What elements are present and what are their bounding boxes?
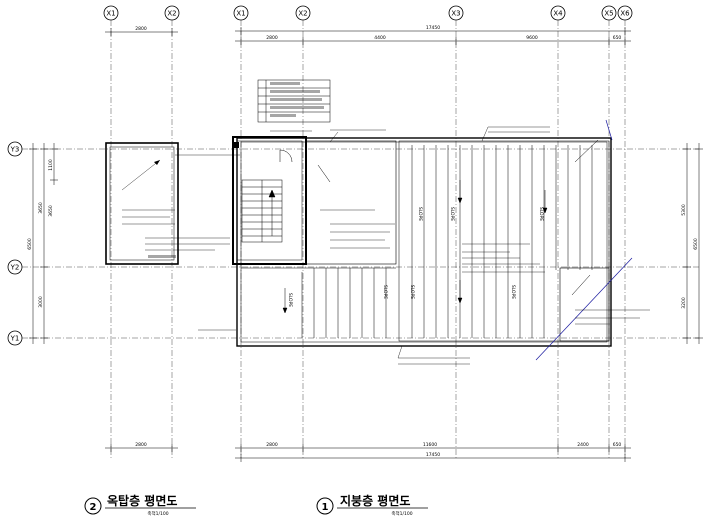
- svg-text:X3: X3: [451, 10, 460, 18]
- grid-bubble-x3: X3: [448, 5, 464, 21]
- dim-top-seg-3: 9600: [526, 35, 538, 41]
- grid-bubble-y2: Y2: [7, 259, 23, 275]
- dim-right-upper: 5300: [681, 204, 687, 216]
- slope-label-6: SLOPE: [417, 207, 423, 221]
- grid-bubble-x1-left: X1: [103, 5, 119, 21]
- dim-top-seg-1: 2800: [266, 35, 278, 41]
- svg-text:X1: X1: [236, 10, 245, 18]
- dim-left-upper: 3650: [38, 202, 44, 214]
- accent-diagonal-1: [535, 257, 633, 361]
- stair: [241, 179, 283, 243]
- svg-text:Y3: Y3: [10, 146, 20, 154]
- dimensions-top: [105, 27, 631, 45]
- dim-bottom-left: 2800: [135, 442, 147, 448]
- dim-left-mid: 3650: [48, 205, 54, 217]
- roof-plan: [232, 119, 633, 361]
- accent-diagonal-2: [605, 119, 613, 141]
- dimensions-right: [683, 143, 703, 344]
- grid-bubble-x2-left: X2: [164, 5, 180, 21]
- dim-bottom-seg-1: 2800: [266, 442, 278, 448]
- slope-label-1: SLOPE: [287, 293, 293, 307]
- dim-right-overall: 6500: [693, 238, 699, 250]
- svg-text:X2: X2: [298, 10, 307, 18]
- dimensions-bottom: [105, 444, 631, 462]
- svg-text:X4: X4: [553, 10, 563, 18]
- slope-label-2: SLOPE: [409, 285, 415, 299]
- grid-bubbles-top: X1 X2 X1 X2 X3 X4 X5 X6: [103, 5, 633, 21]
- dim-top-left: 2800: [135, 26, 147, 32]
- grid-bubble-x1: X1: [233, 5, 249, 21]
- dim-bottom-seg-2: 11600: [423, 442, 437, 448]
- dim-right-lower: 3200: [681, 297, 687, 309]
- dim-bottom-overall: 17450: [426, 452, 440, 458]
- svg-text:축척1/100: 축척1/100: [147, 510, 168, 517]
- penthouse-roof-plan: [105, 142, 240, 265]
- dim-top-seg-2: 4400: [374, 35, 386, 41]
- svg-text:X5: X5: [604, 10, 613, 18]
- svg-text:지붕층 평면도: 지붕층 평면도: [340, 493, 410, 508]
- grid-bubble-x5: X5: [601, 5, 617, 21]
- grid-bubble-y1: Y1: [7, 330, 23, 346]
- svg-text:X1: X1: [106, 10, 115, 18]
- slope-hatch-lines: [241, 140, 610, 342]
- svg-text:Y2: Y2: [10, 264, 20, 272]
- finish-legend-table: [257, 79, 331, 123]
- slope-label-4: SLOPE: [510, 285, 516, 299]
- grid-bubble-y3: Y3: [7, 141, 23, 157]
- annotation-leaders: [198, 126, 650, 365]
- dim-left-upper-sub: 1100: [48, 159, 54, 171]
- svg-text:X6: X6: [620, 10, 630, 18]
- dim-bottom-seg-3: 2400: [577, 442, 589, 448]
- svg-text:X2: X2: [167, 10, 176, 18]
- dim-left-overall: 6500: [27, 238, 33, 250]
- slope-label-5: SLOPE: [538, 207, 544, 221]
- slope-label-3: SLOPE: [449, 207, 455, 221]
- grid-bubble-x4: X4: [550, 5, 566, 21]
- svg-text:Y1: Y1: [10, 335, 20, 343]
- dim-top-seg-4: 650: [613, 35, 622, 41]
- slope-label-7: SLOPE: [382, 285, 388, 299]
- svg-text:1: 1: [322, 502, 329, 513]
- dim-left-lower: 3000: [38, 296, 44, 308]
- svg-text:2: 2: [90, 502, 97, 513]
- grid-bubble-x2: X2: [295, 5, 311, 21]
- grid-bubble-x6: X6: [617, 5, 633, 21]
- grid-bubbles-left: Y3 Y2 Y1: [7, 141, 23, 346]
- dim-top-overall: 17450: [426, 25, 440, 31]
- dim-bottom-seg-4: 650: [613, 442, 622, 448]
- svg-text:축척1/100: 축척1/100: [391, 510, 412, 517]
- title-penthouse-plan: 2 옥탑층 평면도 축척1/100: [84, 493, 196, 517]
- dimensions-left: [29, 143, 58, 344]
- title-roof-plan: 1 지붕층 평면도 축척1/100: [316, 493, 428, 517]
- grid-lines: [22, 20, 700, 460]
- svg-text:옥탑층 평면도: 옥탑층 평면도: [107, 493, 177, 508]
